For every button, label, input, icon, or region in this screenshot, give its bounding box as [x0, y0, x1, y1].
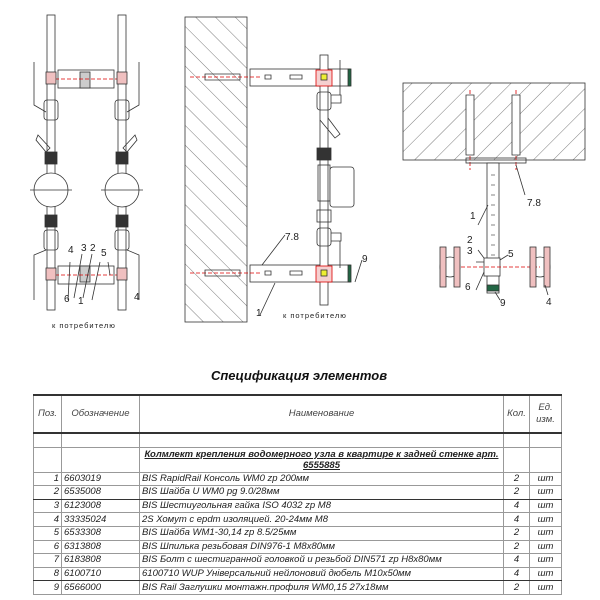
- top-view-drawing: [402, 82, 586, 301]
- cell-unit: шт: [529, 525, 562, 541]
- cell-code: 6533308: [61, 525, 140, 541]
- cell-name: BIS Шестиугольная гайка ISO 4032 zp M8: [139, 498, 504, 514]
- cell-qty: 2: [503, 525, 530, 541]
- cell-qty: 2: [503, 580, 530, 595]
- cell-name: BIS Rail Заглушки монтажн.профиля WM0,15…: [139, 580, 504, 595]
- cell-code: 6313808: [61, 539, 140, 555]
- cell-pos: 9: [33, 580, 62, 595]
- callout-label: 1: [78, 296, 84, 307]
- callout-label: 1: [256, 308, 262, 319]
- header-unit-line2: изм.: [536, 414, 555, 425]
- cell-name: BIS Болт с шестигранной головкой и резьб…: [139, 553, 504, 568]
- callout-label: 6: [64, 294, 70, 305]
- cell-name: BIS Шайба WM1-30,14 zp 8.5/25мм: [139, 525, 504, 541]
- cell-unit: шт: [529, 512, 562, 527]
- spec-table: Поз. Обозначение Наименование Кол. Ед.из…: [33, 394, 562, 595]
- cell-pos: 6: [33, 539, 62, 555]
- cell-qty: 2: [503, 471, 530, 487]
- front-view-drawing: [30, 14, 143, 311]
- header-code: Обозначение: [61, 394, 140, 434]
- cell-code: 6535008: [61, 485, 140, 500]
- cell-name: BIS Шпилька резьбовая DIN976-1 M8x80мм: [139, 539, 504, 555]
- cell-code: 6603019: [61, 471, 140, 487]
- header-pos: Поз.: [33, 394, 62, 434]
- callout-label: 4: [546, 297, 552, 308]
- table-header-row: Поз. Обозначение Наименование Кол. Ед.из…: [33, 394, 562, 434]
- cell-qty: 4: [503, 566, 530, 582]
- cell-name: BIS Шайба U WM0 pg 9.0/28мм: [139, 485, 504, 500]
- cell-code: 6100710: [61, 566, 140, 582]
- cell-qty: 4: [503, 553, 530, 568]
- cell-code: 6123008: [61, 498, 140, 514]
- cell-unit: шт: [529, 471, 562, 487]
- cell-pos: 8: [33, 566, 62, 582]
- cell-unit: шт: [529, 539, 562, 555]
- cell-name: BIS RapidRail Консоль WM0 zp 200мм: [139, 471, 504, 487]
- callout-label: 3: [467, 246, 473, 257]
- callout-label: 4: [68, 245, 74, 256]
- cell-qty: 2: [503, 539, 530, 555]
- cell-code: 6566000: [61, 580, 140, 595]
- cell-unit: шт: [529, 498, 562, 514]
- cell-pos: 3: [33, 498, 62, 514]
- cell-pos: 5: [33, 525, 62, 541]
- callout-label: 9: [362, 254, 368, 265]
- cell-pos: 1: [33, 471, 62, 487]
- callout-label: 7.8: [285, 232, 299, 243]
- cell-name: 6100710 WUP Універсальний нейлоновий дюб…: [139, 566, 504, 582]
- cell-pos: 2: [33, 485, 62, 500]
- group-row: Колмлект крепления водомерного узла в кв…: [33, 446, 562, 473]
- spec-title: Спецификация элементов: [210, 368, 388, 383]
- side-view-drawing: [184, 16, 363, 323]
- callout-label: 4: [134, 292, 140, 303]
- group-title: Колмлект крепления водомерного узла в кв…: [139, 446, 504, 473]
- callout-label: 5: [101, 248, 107, 259]
- callout-label: 7.8: [527, 198, 541, 209]
- callout-label: 1: [470, 211, 476, 222]
- callout-label: 9: [500, 298, 506, 309]
- consumer-label: к потребителю: [283, 311, 347, 320]
- cell-qty: 4: [503, 498, 530, 514]
- cell-pos: 4: [33, 512, 62, 527]
- callout-label: 5: [508, 249, 514, 260]
- callout-label: 2: [467, 235, 473, 246]
- cell-pos: 7: [33, 553, 62, 568]
- cell-qty: 4: [503, 512, 530, 527]
- callout-label: 2: [90, 243, 96, 254]
- consumer-label: к потребителю: [52, 321, 116, 330]
- installation-drawings: 4 3 2 5 6 1 4 к потребителю 7.8: [30, 14, 586, 330]
- header-name: Наименование: [139, 394, 504, 434]
- header-unit: Ед.изм.: [529, 394, 562, 434]
- cell-unit: шт: [529, 566, 562, 582]
- header-qty: Кол.: [503, 394, 530, 434]
- cell-unit: шт: [529, 485, 562, 500]
- header-unit-line1: Ед.: [538, 402, 553, 413]
- cell-code: 33335024: [61, 512, 140, 527]
- callout-label: 6: [465, 282, 471, 293]
- cell-qty: 2: [503, 485, 530, 500]
- cell-code: 6183808: [61, 553, 140, 568]
- cell-unit: шт: [529, 553, 562, 568]
- cell-unit: шт: [529, 580, 562, 595]
- empty-row: [33, 432, 562, 448]
- callout-label: 3: [81, 243, 87, 254]
- cell-name: 2S Хомут с epdm изоляцией. 20-24мм M8: [139, 512, 504, 527]
